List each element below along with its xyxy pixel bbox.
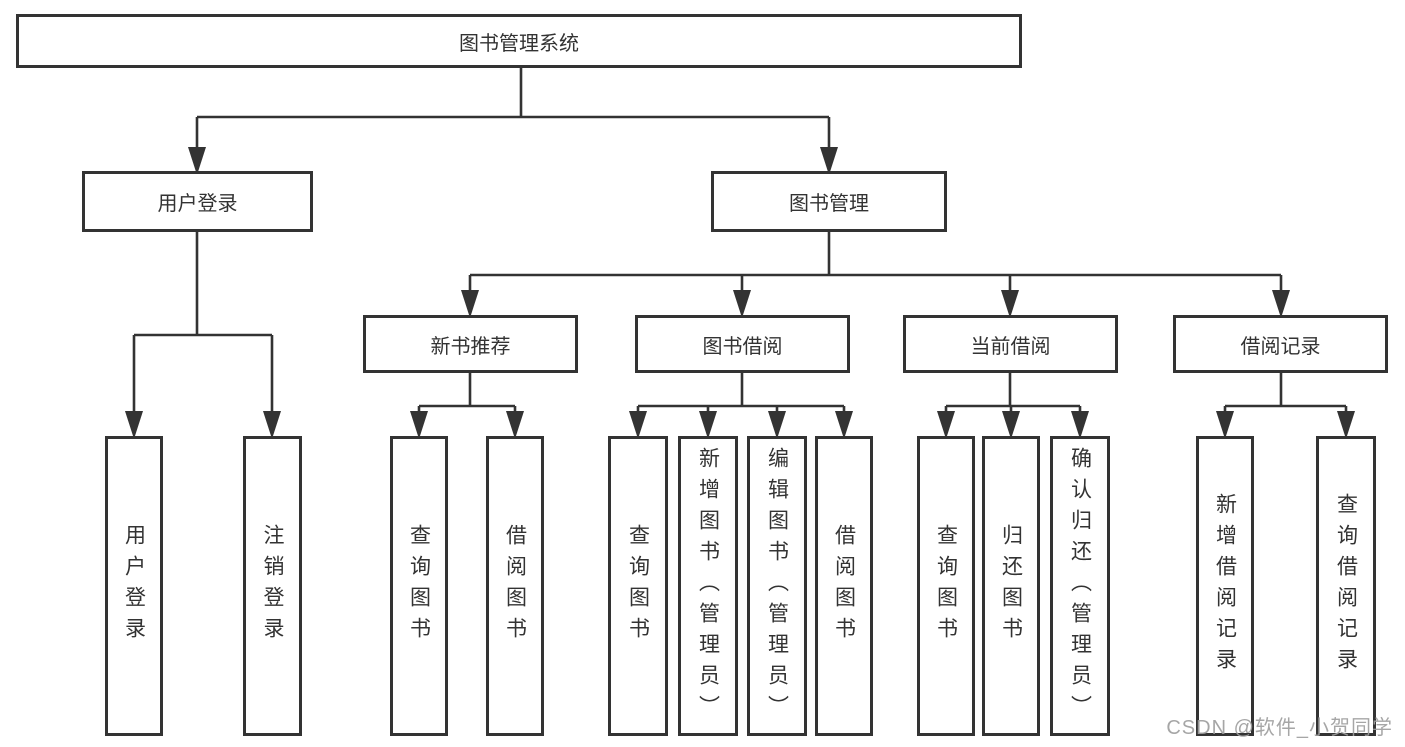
watermark: CSDN @软件_小贺同学	[1166, 717, 1393, 739]
leaf-current-return-book: 归还图书	[982, 436, 1040, 736]
node-root: 图书管理系统	[16, 14, 1022, 68]
leaf-recommend-borrow-book: 借阅图书	[486, 436, 544, 736]
leaf-logout: 注销登录	[243, 436, 302, 736]
leaf-records-add-record: 新增借阅记录	[1196, 436, 1254, 736]
leaf-current-query-book: 查询图书	[917, 436, 975, 736]
leaf-borrow-edit-book: 编辑图书（管理员）	[747, 436, 807, 736]
leaf-recommend-query-book: 查询图书	[390, 436, 448, 736]
node-current-borrow: 当前借阅	[903, 315, 1118, 373]
arrowheads	[125, 147, 1355, 439]
leaf-borrow-add-book: 新增图书（管理员）	[678, 436, 738, 736]
leaf-user-login: 用户登录	[105, 436, 163, 736]
node-user-login: 用户登录	[82, 171, 313, 232]
leaf-records-query-record: 查询借阅记录	[1316, 436, 1376, 736]
node-book-management: 图书管理	[711, 171, 947, 232]
node-new-book-recommend: 新书推荐	[363, 315, 578, 373]
node-book-borrow: 图书借阅	[635, 315, 850, 373]
leaf-current-confirm-return: 确认归还（管理员）	[1050, 436, 1110, 736]
leaf-borrow-borrow-book: 借阅图书	[815, 436, 873, 736]
node-borrow-records: 借阅记录	[1173, 315, 1388, 373]
leaf-borrow-query-book: 查询图书	[608, 436, 668, 736]
